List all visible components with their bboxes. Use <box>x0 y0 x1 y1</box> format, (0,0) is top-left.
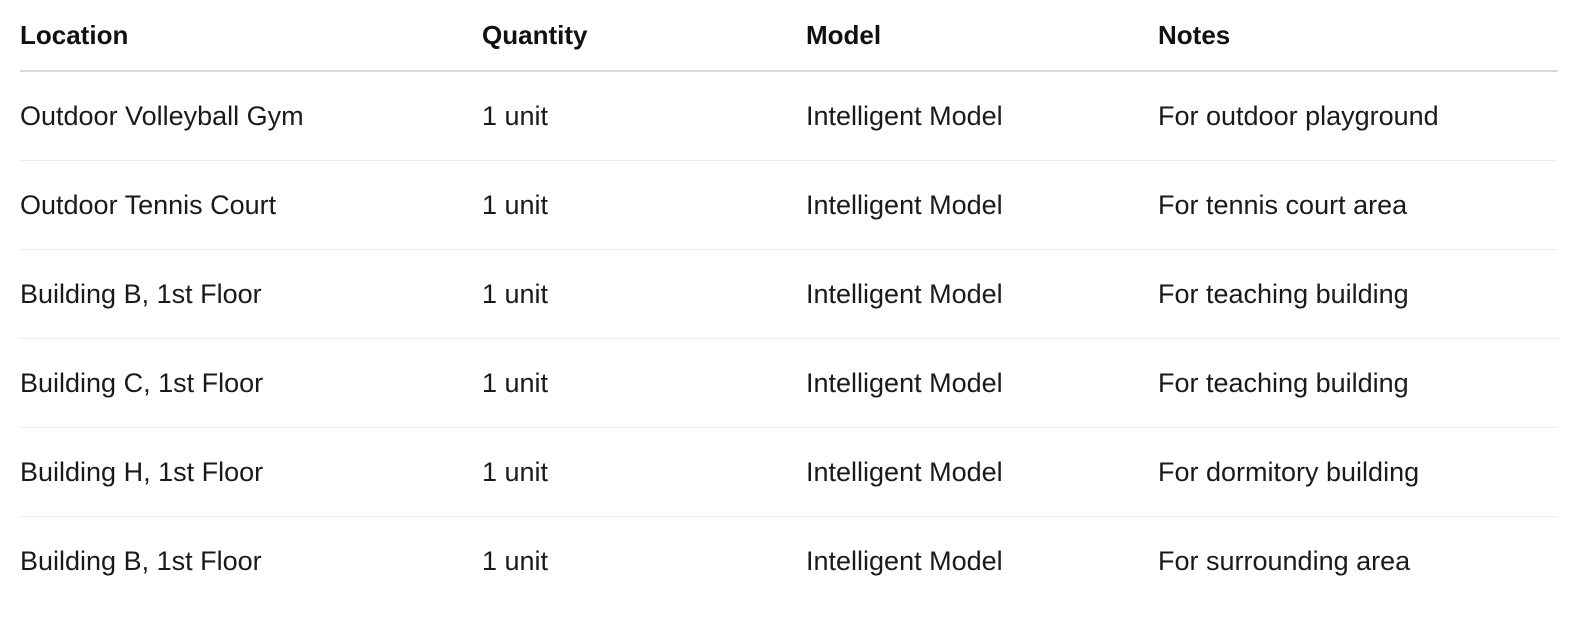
table-header: Location Quantity Model Notes <box>20 0 1558 72</box>
cell-model: Intelligent Model <box>806 160 1158 250</box>
table-row: Building B, 1st Floor 1 unit Intelligent… <box>20 517 1558 606</box>
cell-location: Outdoor Tennis Court <box>20 160 482 250</box>
table-row: Building H, 1st Floor 1 unit Intelligent… <box>20 427 1558 517</box>
cell-quantity: 1 unit <box>482 71 806 161</box>
column-header-location: Location <box>20 0 482 72</box>
data-table-container: Location Quantity Model Notes Outdoor Vo… <box>20 0 1558 605</box>
cell-quantity: 1 unit <box>482 160 806 250</box>
cell-quantity: 1 unit <box>482 338 806 428</box>
cell-location: Building C, 1st Floor <box>20 338 482 428</box>
cell-quantity: 1 unit <box>482 427 806 517</box>
table-body: Outdoor Volleyball Gym 1 unit Intelligen… <box>20 71 1558 605</box>
cell-notes: For teaching building <box>1158 338 1558 428</box>
cell-quantity: 1 unit <box>482 545 549 576</box>
column-header-quantity: Quantity <box>482 0 806 72</box>
table-row: Building C, 1st Floor 1 unit Intelligent… <box>20 338 1558 428</box>
cell-location: Building B, 1st Floor <box>20 249 482 339</box>
cell-location: Outdoor Volleyball Gym <box>20 71 482 161</box>
table-row: Outdoor Volleyball Gym 1 unit Intelligen… <box>20 71 1558 161</box>
cell-notes: For surrounding area <box>1158 545 1411 576</box>
cell-notes: For outdoor playground <box>1158 71 1558 161</box>
cell-notes: For tennis court area <box>1158 160 1558 250</box>
column-header-model: Model <box>806 0 1158 72</box>
equipment-table: Location Quantity Model Notes Outdoor Vo… <box>20 0 1558 605</box>
cell-model: Intelligent Model <box>806 545 1003 576</box>
cell-model: Intelligent Model <box>806 71 1158 161</box>
cell-location: Building B, 1st Floor <box>20 545 262 576</box>
cell-quantity: 1 unit <box>482 249 806 339</box>
cell-model: Intelligent Model <box>806 249 1158 339</box>
header-row: Location Quantity Model Notes <box>20 0 1558 72</box>
cell-model: Intelligent Model <box>806 338 1158 428</box>
column-header-notes: Notes <box>1158 0 1558 72</box>
table-row: Building B, 1st Floor 1 unit Intelligent… <box>20 249 1558 339</box>
table-row: Outdoor Tennis Court 1 unit Intelligent … <box>20 160 1558 250</box>
cell-notes: For dormitory building <box>1158 427 1558 517</box>
cell-model: Intelligent Model <box>806 427 1158 517</box>
cell-notes: For teaching building <box>1158 249 1558 339</box>
cell-location: Building H, 1st Floor <box>20 427 482 517</box>
